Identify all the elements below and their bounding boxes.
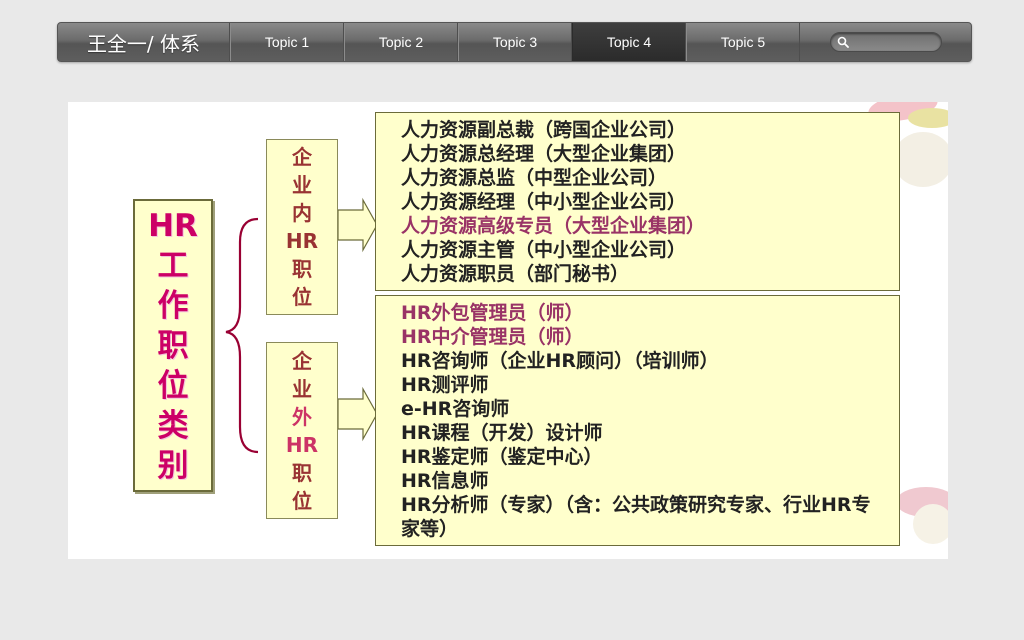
decorative-petal	[913, 504, 948, 544]
arrow-outer	[337, 386, 378, 442]
hr-job-category-box: HR 工 作 职 位 类 别	[133, 199, 213, 492]
curly-brace	[225, 217, 259, 454]
list-item: HR课程（开发）设计师	[401, 422, 603, 444]
search-input[interactable]	[852, 33, 937, 51]
list-item: 人力资源职员（部门秘书）	[401, 263, 630, 285]
list-item: 人力资源总经理（大型企业集团）	[401, 143, 687, 165]
main-label-char: 职	[157, 327, 189, 364]
inner-label-char: HR	[285, 229, 319, 253]
connector-lines	[225, 197, 378, 454]
list-item: HR中介管理员（师）	[401, 326, 584, 348]
list-item: 人力资源主管（中小型企业公司）	[401, 239, 687, 261]
nav-topic-2[interactable]: Topic 2	[344, 23, 458, 61]
list-item: HR分析师（专家）（含：公共政策研究专家、行业HR专家等）	[401, 494, 871, 540]
decorative-petal	[908, 108, 948, 128]
nav-topic-1[interactable]: Topic 1	[230, 23, 344, 61]
list-item: HR咨询师（企业HR顾问）（培训师）	[401, 350, 719, 372]
outer-label-char: HR	[285, 432, 319, 457]
list-item: 人力资源经理（中小型企业公司）	[401, 191, 687, 213]
main-label-char: 工	[157, 247, 189, 284]
list-item: e-HR咨询师	[401, 398, 510, 420]
main-label-char: 别	[157, 447, 189, 484]
internal-hr-box: 企 业 内 HR 职 位	[266, 139, 338, 315]
brand-title[interactable]: 王全一/ 体系	[58, 23, 230, 61]
arrow-inner	[337, 197, 378, 253]
main-label-char: 作	[157, 287, 189, 324]
internal-positions-list: 人力资源副总裁（跨国企业公司） 人力资源总经理（大型企业集团） 人力资源总监（中…	[375, 112, 900, 291]
inner-label-char: 职	[292, 257, 312, 281]
main-label-char: 类	[157, 407, 189, 444]
search-icon	[837, 36, 849, 48]
search-area	[800, 23, 971, 61]
inner-label-char: 业	[292, 173, 312, 197]
outer-label-char: 外	[292, 404, 312, 429]
outer-label-char: 职	[292, 460, 312, 485]
decorative-petal	[893, 132, 948, 187]
list-item: 人力资源高级专员（大型企业集团）	[401, 215, 706, 237]
outer-label-char: 业	[292, 376, 312, 401]
list-item: 人力资源副总裁（跨国企业公司）	[401, 119, 687, 141]
nav-topic-4[interactable]: Topic 4	[572, 23, 686, 61]
inner-label-char: 内	[292, 201, 312, 225]
list-item: HR外包管理员（师）	[401, 302, 584, 324]
external-positions-list: HR外包管理员（师） HR中介管理员（师） HR咨询师（企业HR顾问）（培训师）…	[375, 295, 900, 546]
nav-topic-5[interactable]: Topic 5	[686, 23, 800, 61]
external-hr-box: 企 业 外 HR 职 位	[266, 342, 338, 519]
list-item: HR信息师	[401, 470, 489, 492]
slide-canvas: HR 工 作 职 位 类 别 企 业 内 HR 职 位 企 业 外 HR 职 位…	[68, 102, 948, 559]
list-item: 人力资源总监（中型企业公司）	[401, 167, 668, 189]
main-label-char: HR	[148, 207, 198, 244]
list-item: HR鉴定师（鉴定中心）	[401, 446, 603, 468]
main-label-char: 位	[157, 367, 189, 404]
top-navigation-bar: 王全一/ 体系 Topic 1 Topic 2 Topic 3 Topic 4 …	[57, 22, 972, 62]
search-box[interactable]	[829, 32, 942, 52]
nav-topic-3[interactable]: Topic 3	[458, 23, 572, 61]
outer-label-char: 企	[292, 348, 312, 373]
inner-label-char: 位	[292, 285, 312, 309]
outer-label-char: 位	[292, 488, 312, 513]
list-item: HR测评师	[401, 374, 489, 396]
inner-label-char: 企	[292, 145, 312, 169]
